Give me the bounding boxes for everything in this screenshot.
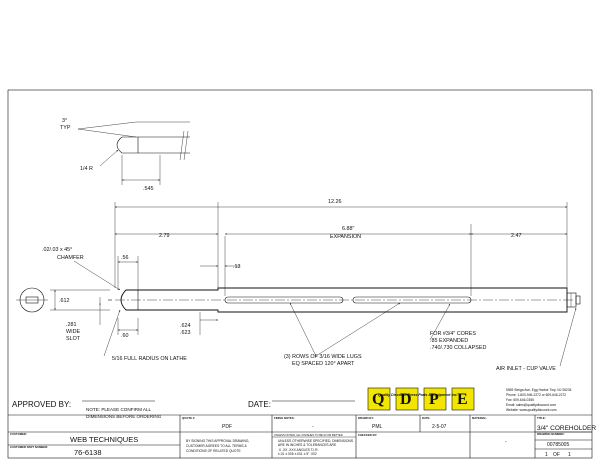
dim-step: .56 (121, 255, 129, 261)
note-radius: 5/16 FULL RADIUS ON LATHE (112, 356, 187, 362)
confirm-note-1: NOTE: PLEASE CONFIRM ALL (86, 407, 152, 412)
drawing-border (7, 89, 593, 459)
date-value: 2-5-07 (432, 424, 447, 430)
shaft-view: 12.26 2.79 6.88" EXPANSION 2.47 .02/.03 … (16, 199, 581, 372)
note-cores-2: .85 EXPANDED (430, 338, 468, 344)
note-cores-3: .740/.730 COLLAPSED (430, 345, 486, 351)
dim-dia: .612 (59, 298, 70, 304)
tip-angle-label: TYP (60, 125, 71, 131)
dim-expansion-label: EXPANSION (330, 234, 361, 240)
logo-text: Quality Discount Press Parts & Equipment… (378, 393, 458, 397)
sheet-of: OF (553, 452, 560, 458)
customer-name: WEB TECHNIQUES (70, 435, 138, 444)
dim-d1: .624 (180, 323, 191, 329)
phone-line: Phone: 1-800-946-2272 or 609-646-2272 (506, 393, 566, 397)
sheet-b: 1 (568, 452, 571, 458)
approved-by: APPROVED BY: (12, 400, 71, 409)
tolerance-heading: UNLESS NOTED, ALL FINISHES TO BE 63 OR B… (274, 433, 343, 437)
company-address: 5969 Steiga Ave, Egg Harbor Twp, NJ 0823… (506, 388, 572, 412)
dim-slot-label: SLOT (66, 336, 81, 342)
dim-overall: 12.26 (328, 199, 342, 205)
material-value: - (505, 439, 507, 445)
logo-letter-e: E (457, 391, 468, 408)
part-number: 76-6138 (74, 448, 102, 457)
drawn-label: DRAWN BY: (358, 416, 374, 420)
drawing-number: 00785005 (547, 442, 569, 448)
note-lugs-2: EQ SPACED 120° APART (292, 361, 355, 367)
logo-letter-p: P (429, 391, 439, 408)
tip-length: .545 (143, 186, 154, 192)
sheet-a: 1 (545, 452, 548, 458)
website-line: Website: www.qualitydiscount.com (506, 408, 557, 412)
dim-chamfer-label: CHAMFER (57, 255, 84, 261)
quote-value: PDF (222, 424, 232, 430)
dim-slot-len: .60 (121, 333, 129, 339)
checked-label: CHECKED BY: (358, 433, 377, 437)
customer-label: CUSTOMER: (10, 432, 27, 436)
note-cores-1: FOR #3/4" CORES (430, 331, 476, 337)
note-air-inlet: AIR INLET - CUP VALVE (496, 366, 556, 372)
drawn-value: PML (372, 424, 383, 430)
approved-date: DATE: (248, 400, 271, 409)
tolerance-3: .X .XX .XXX ANGLES T.I.R. (278, 448, 319, 452)
company-logo: Q D P E Quality Discount Press Parts & E… (367, 387, 475, 411)
dim-slot-wide: WIDE (66, 329, 80, 335)
date-label: DATE: (422, 416, 430, 420)
title-label: TITLE: (537, 416, 546, 420)
dim-expansion-value: 6.88" (342, 226, 354, 232)
disclaimer-2: CUSTOMER AGREES TO ALL TERMS & (186, 444, 247, 448)
tolerance-4: ±.01 ±.005 ±.001 ±.5° .002 (278, 452, 317, 456)
dim-d2: .623 (180, 330, 191, 336)
dim-right: 2.47 (511, 233, 522, 239)
dim-gap: .13 (233, 264, 241, 270)
dim-chamfer: .02/.03 x 45° (42, 247, 72, 253)
disclaimer-3: CONDITIONS OF RELATED QUOTE (186, 449, 242, 453)
dim-left: 2.79 (159, 233, 170, 239)
tip-radius: 1/4 R (80, 166, 93, 172)
email-line: Email: sales@qualitydiscount.com (506, 403, 556, 407)
drawing-number-label: DRAWING NUMBER: (537, 432, 565, 436)
fax-line: Fax: 609-646-0355 (506, 398, 534, 402)
tolerance-2: ARE IN INCHES & TOLERANCES ARE (278, 443, 337, 447)
finish-value: - (312, 424, 314, 430)
title-value: 3/4" COREHOLDER (537, 425, 596, 432)
logo-letter-d: D (400, 391, 412, 408)
part-label: CUSTOMER PART NUMBER: (10, 445, 48, 449)
confirm-note-2: DIMENSIONS BEFORE ORDERING (86, 414, 162, 419)
material-label: MATERIAL: (472, 416, 487, 420)
dim-slot-w: .281 (66, 322, 77, 328)
finish-label: FINISH NOTES: (274, 416, 295, 420)
note-lugs-1: (3) ROWS OF 3/16 WIDE LUGS (284, 354, 362, 360)
logo-letter-q: Q (372, 391, 384, 408)
tip-angle: 3° (62, 118, 67, 124)
tip-detail: 3° TYP 1/4 R .545 (60, 118, 190, 192)
address-line: 5969 Steiga Ave, Egg Harbor Twp, NJ 0823… (506, 388, 572, 392)
tolerance-1: UNLESS OTHERWISE SPECIFIED, DIMENSIONS (278, 439, 354, 443)
disclaimer-1: BY SIGNING THIS APPROVAL DRAWING, (186, 439, 249, 443)
quote-label: QUOTE #: (182, 416, 195, 420)
title-block: APPROVED BY: DATE: NOTE: PLEASE CONFIRM … (8, 400, 596, 458)
